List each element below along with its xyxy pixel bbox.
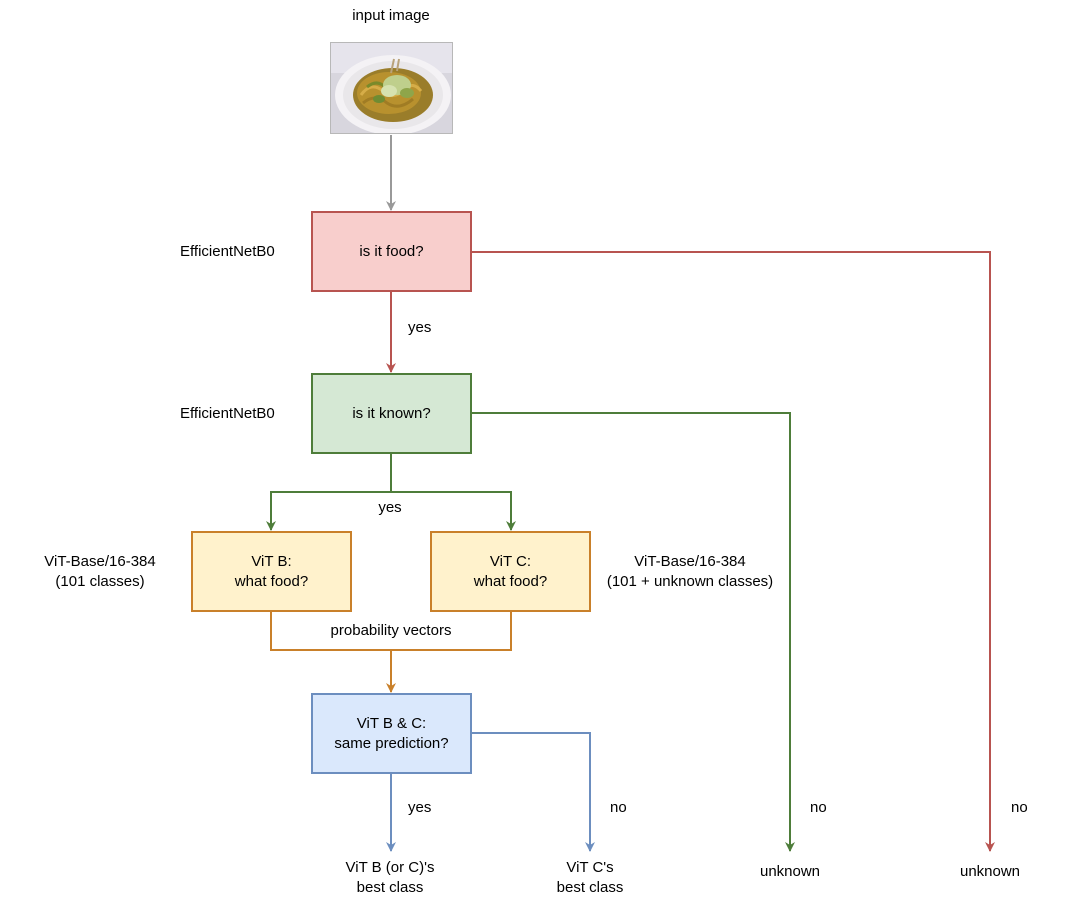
vit-c-model-line2: (101 + unknown classes): [606, 573, 774, 590]
food-check-node: is it food?: [311, 211, 472, 292]
edge-known-no: [472, 412, 795, 852]
output-b-or-c-line1: ViT B (or C)'s: [345, 859, 435, 876]
food-check-model-label: EfficientNetB0: [180, 243, 275, 260]
edge-known-yes-to-vit-c: [391, 491, 516, 531]
vit-b-line1: ViT B:: [251, 552, 292, 570]
probability-vectors-label: probability vectors: [330, 622, 452, 639]
vit-b-model-line2: (101 classes): [55, 573, 145, 590]
compare-node: ViT B & C: same prediction?: [311, 693, 472, 774]
vit-b-model-label: ViT-Base/16-384 (101 classes): [44, 552, 155, 592]
food-yes-label: yes: [408, 319, 432, 336]
input-image-title: input image: [352, 7, 430, 24]
compare-line2: same prediction?: [334, 734, 449, 752]
food-no-label: no: [1011, 799, 1028, 816]
compare-line1: ViT B & C:: [356, 714, 427, 732]
vit-c-node: ViT C: what food?: [430, 531, 591, 612]
known-check-text: is it known?: [352, 404, 431, 422]
output-unknown-not-known: unknown: [759, 863, 821, 880]
output-unknown-not-food: unknown: [959, 863, 1021, 880]
output-vit-c-best-class: ViT C's best class: [557, 858, 624, 898]
output-b-or-c-line2: best class: [356, 879, 424, 896]
vit-b-model-line1: ViT-Base/16-384: [44, 553, 156, 570]
same-yes-label: yes: [408, 799, 432, 816]
vit-c-line1: ViT C:: [489, 552, 532, 570]
vit-c-model-label: ViT-Base/16-384 (101 + unknown classes): [607, 552, 773, 592]
input-food-image: [330, 42, 453, 134]
edge-known-yes-to-vit-b: [266, 491, 391, 531]
food-check-text: is it food?: [359, 242, 424, 260]
known-check-node: is it known?: [311, 373, 472, 454]
output-vit-b-or-c-best-class: ViT B (or C)'s best class: [346, 858, 435, 898]
output-c-best-line2: best class: [556, 879, 624, 896]
same-no-label: no: [610, 799, 627, 816]
output-c-best-line1: ViT C's: [566, 859, 614, 876]
known-check-model-label: EfficientNetB0: [180, 405, 275, 422]
edge-same-no: [472, 732, 595, 852]
vit-c-model-line1: ViT-Base/16-384: [634, 553, 746, 570]
pasta-plate-picture: [331, 43, 452, 133]
known-no-label: no: [810, 799, 827, 816]
known-yes-label: yes: [378, 499, 402, 516]
vit-c-line2: what food?: [473, 572, 548, 590]
vit-b-line2: what food?: [234, 572, 309, 590]
vit-b-node: ViT B: what food?: [191, 531, 352, 612]
edge-food-no: [472, 251, 995, 852]
